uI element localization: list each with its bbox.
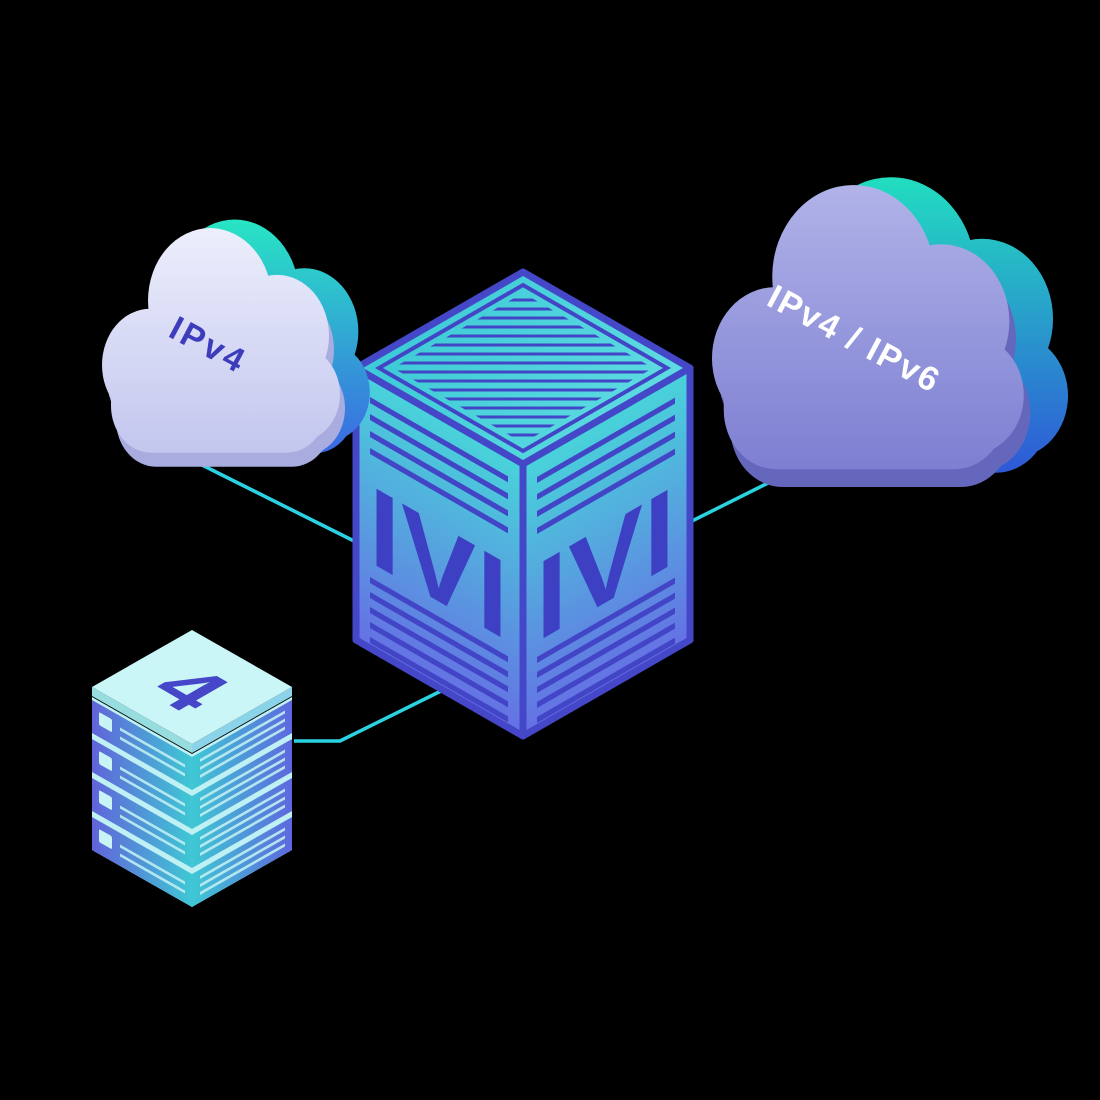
stack-top-edge-right (192, 687, 292, 753)
stack-top-edge-left (92, 687, 192, 753)
ivi-translator-box: IVI IVI (352, 268, 694, 740)
right-face-stripes-bottom (537, 577, 675, 723)
unit-side-slats (200, 827, 285, 895)
left-face-stripes-bottom (370, 577, 508, 723)
box-left-face: IVI (356, 368, 523, 737)
unit-led (99, 829, 112, 849)
unit-front-slats (120, 766, 185, 816)
server-unit (92, 817, 292, 907)
ipv4-server-stack: 4 (92, 630, 292, 907)
unit-led (99, 751, 112, 771)
top-face-inner-border (374, 282, 672, 454)
connector-server-to-box (294, 688, 444, 743)
unit-front-slats (120, 844, 185, 894)
ipv4-cloud: IPv4 (102, 219, 370, 467)
unit-front-slats (120, 805, 185, 855)
right-face-stripes-top (537, 397, 675, 534)
unit-front-slats (120, 727, 185, 777)
stack-top-face (92, 630, 292, 744)
unit-side-slats (200, 788, 285, 856)
box-right-face: IVI (523, 367, 690, 736)
unit-side-slats (200, 749, 285, 817)
unit-led (99, 712, 112, 732)
dual-stack-cloud: IPv4 / IPv6 (711, 177, 1069, 487)
server-unit (92, 778, 292, 868)
unit-led (99, 790, 112, 810)
unit-side-slats (200, 710, 285, 778)
server-unit (92, 700, 292, 790)
server-unit (92, 739, 292, 829)
left-face-stripes-top (370, 397, 508, 534)
